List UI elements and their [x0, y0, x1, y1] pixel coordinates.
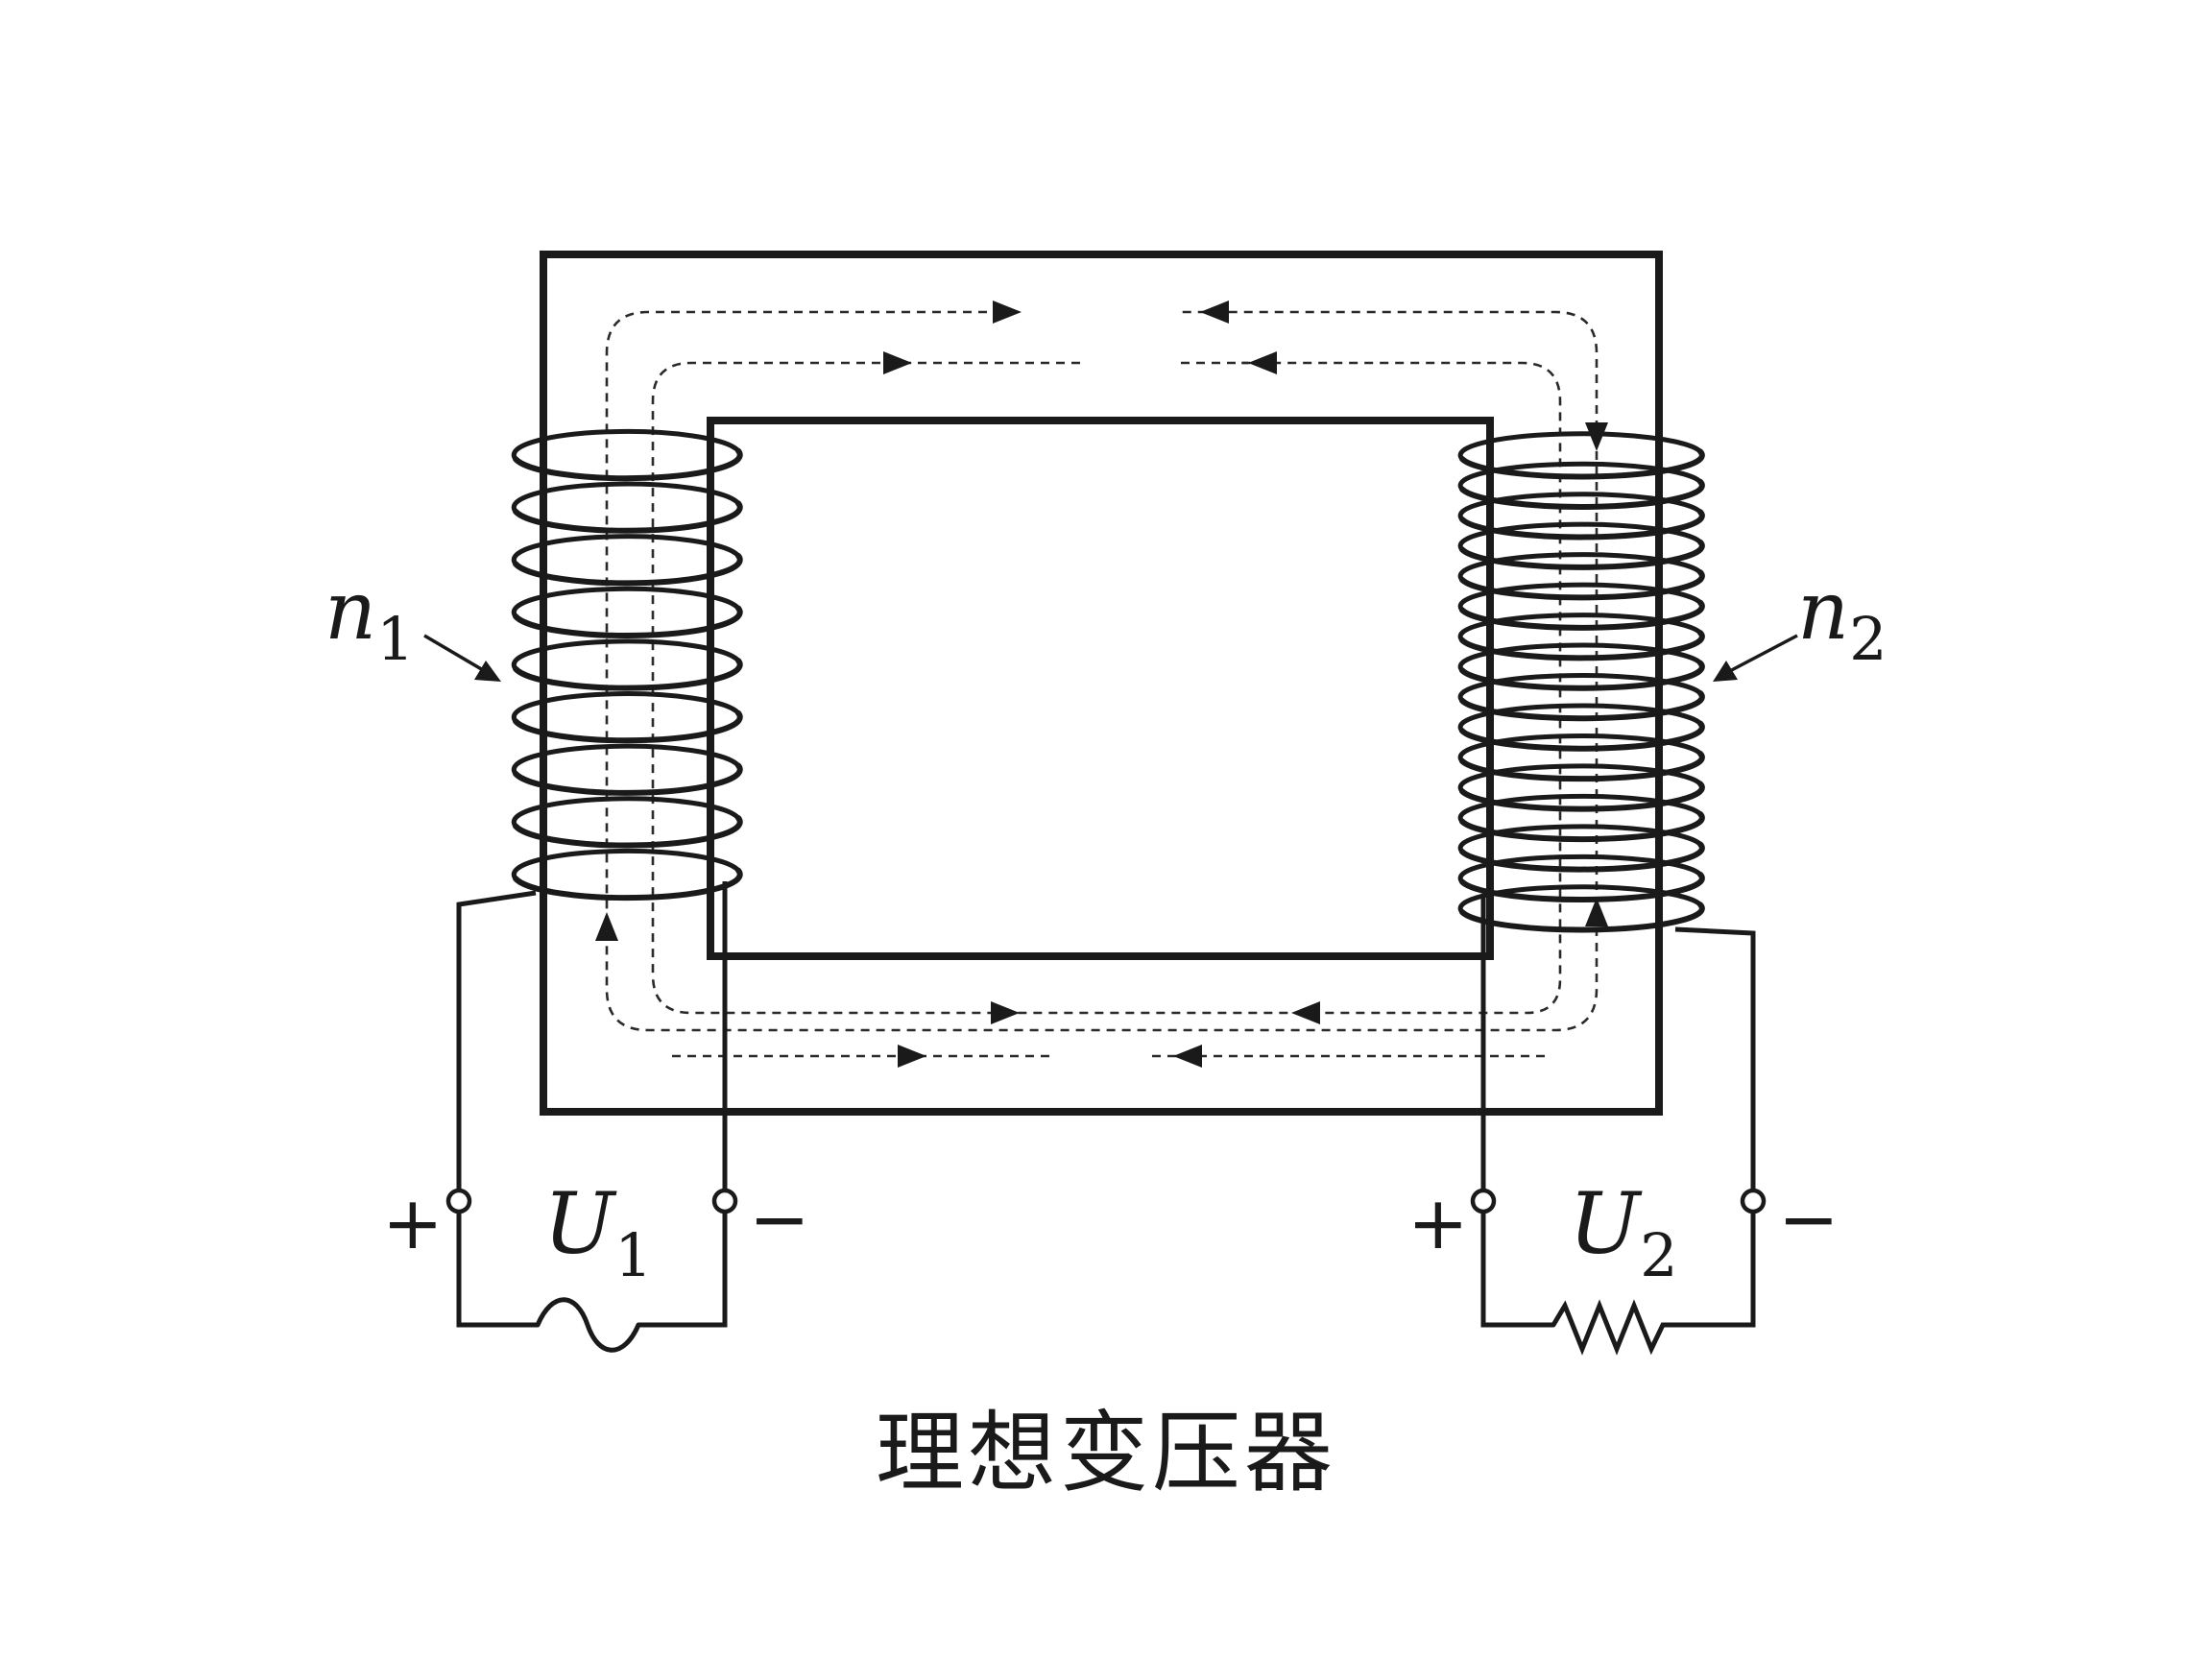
primary-coil-turn-back: [511, 848, 741, 881]
flux-arrow-top-inner-left: [1248, 351, 1277, 374]
secondary-minus-sign: −: [1778, 1176, 1839, 1262]
secondary-voltage-label: U2: [1569, 1174, 1678, 1290]
ac-source-icon: [535, 1297, 641, 1353]
secondary-plus-sign: +: [1407, 1180, 1469, 1265]
primary-coil-turn-front: [513, 605, 743, 639]
primary-coil-turn-front: [513, 552, 743, 587]
flux-arrow-bottom-left-2: [1173, 1045, 1202, 1068]
primary-terminal-negative: [711, 1188, 738, 1214]
secondary-coil-turn-front: [1459, 871, 1705, 903]
secondary-coil-turn-back: [1457, 582, 1703, 613]
primary-coil-turn-back: [511, 638, 741, 671]
secondary-coil-turn-front: [1459, 478, 1705, 510]
primary-voltage-label: U1: [543, 1174, 653, 1290]
secondary-coil-turn-back: [1457, 673, 1703, 704]
secondary-winding-pointer-head: [1713, 661, 1738, 682]
primary-coil-turn-back: [511, 743, 741, 777]
secondary-winding-pointer: [1723, 634, 1798, 676]
core-inner-window: [707, 417, 1494, 960]
primary-coil: [511, 428, 743, 902]
secondary-coil-turn-back: [1457, 763, 1703, 794]
flux-arrow-bottom-right: [991, 1001, 1020, 1024]
primary-coil-turn-back: [511, 428, 741, 462]
resistor-icon: [1551, 1299, 1675, 1356]
secondary-coil: [1457, 431, 1705, 933]
primary-coil-turn-front: [513, 447, 743, 482]
secondary-circuit: [1470, 898, 1767, 1356]
primary-lead-positive: [456, 890, 537, 1190]
secondary-loop-wire-left: [1480, 1212, 1553, 1328]
secondary-coil-turn-front: [1459, 720, 1705, 752]
secondary-coil-turn-back: [1457, 793, 1703, 825]
primary-loop-wire: [456, 1212, 538, 1328]
primary-coil-turn-front: [513, 867, 743, 902]
primary-coil-turn-back: [511, 691, 741, 724]
primary-terminal-positive: [445, 1188, 472, 1214]
secondary-winding-label: n2: [1797, 564, 1887, 674]
secondary-coil-turn-back: [1457, 703, 1703, 733]
flux-arrow-bottom-left: [1291, 1001, 1320, 1024]
secondary-coil-turn-front: [1459, 660, 1705, 691]
diagram-caption: 理想变压器: [875, 1402, 1336, 1504]
flux-arrow-right-up: [1585, 898, 1608, 926]
flux-line-inner: [651, 361, 1562, 1015]
primary-coil-turn-back: [511, 481, 741, 515]
magnetic-flux-lines: [595, 301, 1608, 1068]
secondary-loop-wire-right: [1672, 1212, 1756, 1328]
primary-coil-turn-front: [513, 762, 743, 796]
secondary-coil-turn-front: [1459, 781, 1705, 812]
secondary-coil-turn-back: [1457, 642, 1703, 673]
secondary-coil-turn-back: [1457, 461, 1703, 492]
flux-line-outer: [605, 310, 1599, 1032]
secondary-coil-turn-front: [1459, 902, 1705, 933]
flux-arrow-bottom-right-2: [898, 1045, 926, 1068]
secondary-coil-turn-back: [1457, 824, 1703, 854]
secondary-coil-turn-back: [1457, 521, 1703, 552]
flux-arrow-right-down: [1585, 422, 1608, 451]
primary-loop-wire-right: [638, 1212, 728, 1328]
secondary-coil-turn-front: [1459, 690, 1705, 722]
flux-arrow-top-right: [993, 301, 1022, 324]
secondary-coil-turn-front: [1459, 569, 1705, 601]
flux-arrow-top-left: [1200, 301, 1229, 324]
secondary-coil-turn-back: [1457, 854, 1703, 885]
secondary-coil-turn-back: [1457, 431, 1703, 462]
secondary-coil-turn-back: [1457, 884, 1703, 915]
secondary-coil-turn-front: [1459, 448, 1705, 480]
secondary-coil-turn-back: [1457, 613, 1703, 643]
secondary-coil-turn-front: [1459, 509, 1705, 541]
primary-coil-turn-front: [513, 658, 743, 691]
primary-coil-turn-front: [513, 814, 743, 849]
primary-coil-turn-back: [511, 796, 741, 829]
secondary-coil-turn-front: [1459, 599, 1705, 631]
secondary-coil-turn-front: [1459, 810, 1705, 843]
secondary-coil-turn-back: [1457, 733, 1703, 764]
secondary-coil-turn-front: [1459, 750, 1705, 782]
secondary-coil-turn-front: [1459, 539, 1705, 570]
secondary-coil-turn-back: [1457, 492, 1703, 522]
primary-winding-pointer: [423, 634, 491, 676]
primary-minus-sign: −: [749, 1176, 810, 1262]
secondary-terminal-positive: [1470, 1188, 1497, 1214]
secondary-lead-negative: [1674, 926, 1756, 1190]
primary-winding-pointer-head: [474, 661, 501, 682]
secondary-coil-turn-back: [1457, 552, 1703, 583]
primary-coil-turn-back: [511, 534, 741, 566]
primary-winding-label: n1: [325, 564, 415, 674]
primary-coil-turn-front: [513, 500, 743, 534]
secondary-coil-turn-front: [1459, 841, 1705, 873]
secondary-terminal-negative: [1740, 1188, 1767, 1214]
primary-coil-turn-front: [513, 709, 743, 744]
primary-plus-sign: +: [382, 1180, 444, 1265]
primary-circuit: [445, 881, 738, 1353]
flux-arrow-left-up: [595, 912, 618, 941]
secondary-coil-turn-front: [1459, 630, 1705, 661]
flux-arrow-top-inner-right: [883, 351, 912, 374]
primary-coil-turn-back: [511, 586, 741, 619]
